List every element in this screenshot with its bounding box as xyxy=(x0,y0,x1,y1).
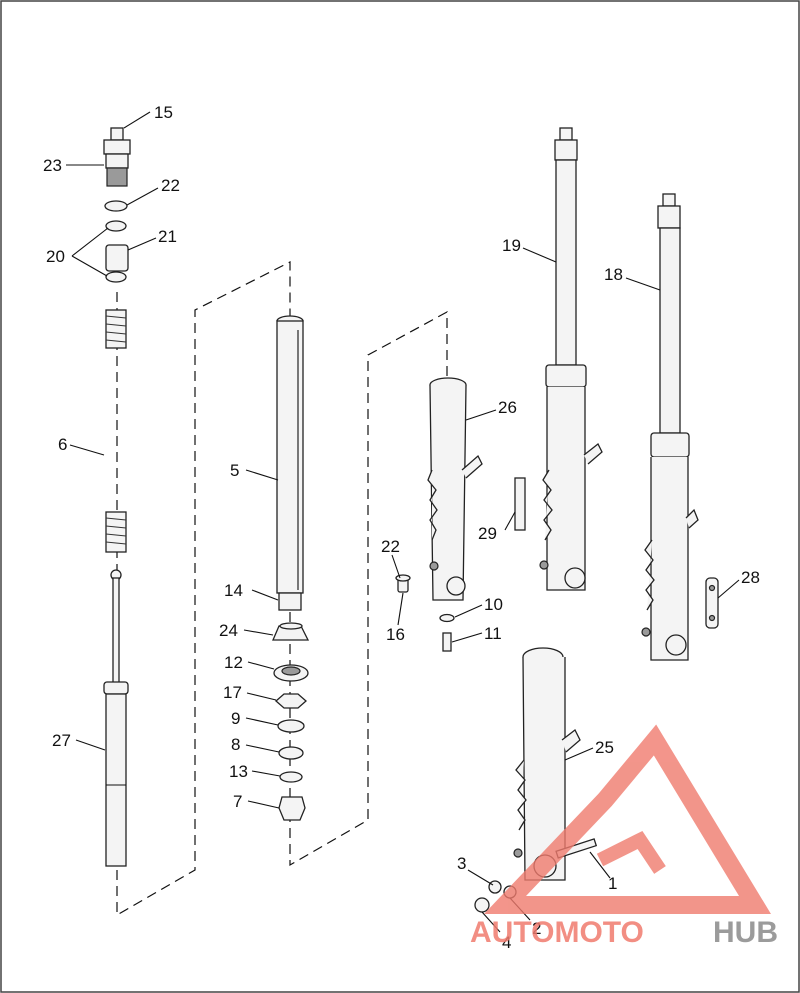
fork-slider-25 xyxy=(513,647,581,881)
callout-20: 20 xyxy=(46,247,65,266)
callout-19: 19 xyxy=(502,236,521,255)
damper-rod xyxy=(103,569,129,867)
callout-4: 4 xyxy=(502,933,511,952)
washer-and-bolt xyxy=(439,613,455,652)
callout-28: 28 xyxy=(741,568,760,587)
watermark-part2: HUB xyxy=(713,916,778,949)
callout-1: 1 xyxy=(608,874,617,893)
callout-leaders xyxy=(66,111,740,933)
callout-17: 17 xyxy=(223,683,242,702)
callout-12: 12 xyxy=(224,653,243,672)
callout-22-mid: 22 xyxy=(381,537,400,556)
callout-27: 27 xyxy=(52,731,71,750)
drain-screw-16 xyxy=(395,574,411,593)
callout-8: 8 xyxy=(231,735,240,754)
callout-9: 9 xyxy=(231,709,240,728)
fork-cap-assembly xyxy=(103,127,131,283)
watermark-part1: AUTOMOTO xyxy=(470,916,644,949)
assembled-fork-18 xyxy=(641,193,699,661)
callout-22-top: 22 xyxy=(161,176,180,195)
callout-14: 14 xyxy=(224,581,243,600)
callout-13: 13 xyxy=(229,762,248,781)
bracket-28 xyxy=(705,577,719,629)
callout-6: 6 xyxy=(58,435,67,454)
callout-29: 29 xyxy=(478,524,497,543)
seal-stack xyxy=(272,622,310,821)
fork-spring xyxy=(105,309,127,553)
fork-slider-26 xyxy=(427,377,483,601)
callout-21: 21 xyxy=(158,227,177,246)
callout-23: 23 xyxy=(43,156,62,175)
callout-18: 18 xyxy=(604,265,623,284)
callout-2: 2 xyxy=(532,919,541,938)
assembly-dashed-lines xyxy=(116,261,448,917)
watermark-text: AUTOMOTO HUB xyxy=(470,916,778,949)
assembled-fork-19 xyxy=(539,127,603,591)
fork-tube xyxy=(276,315,304,611)
callout-15: 15 xyxy=(154,103,173,122)
callout-3: 3 xyxy=(457,854,466,873)
callout-16: 16 xyxy=(386,625,405,644)
callout-24: 24 xyxy=(219,621,238,640)
callout-labels: 15 23 22 21 20 6 27 5 14 24 12 17 9 8 13… xyxy=(43,103,760,952)
callout-11: 11 xyxy=(484,624,502,643)
callout-25: 25 xyxy=(595,738,614,757)
callout-7: 7 xyxy=(233,792,242,811)
callout-10: 10 xyxy=(484,595,503,614)
callout-5: 5 xyxy=(230,461,239,480)
watermark-logo xyxy=(484,724,771,914)
reflector-29 xyxy=(514,477,526,531)
callout-26: 26 xyxy=(498,398,517,417)
